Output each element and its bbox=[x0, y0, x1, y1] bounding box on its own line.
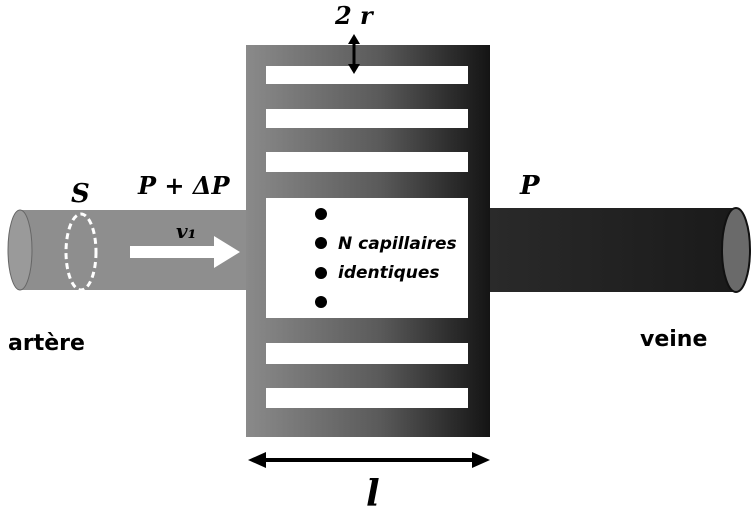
artery-label: artère bbox=[8, 331, 85, 356]
ellipsis-dot bbox=[315, 296, 327, 308]
diameter-arrow bbox=[348, 34, 360, 74]
capillaries-label-line2: identiques bbox=[338, 263, 440, 283]
ellipsis-dot bbox=[315, 208, 327, 220]
length-label: l bbox=[366, 473, 380, 510]
velocity-label: v₁ bbox=[176, 219, 196, 243]
capillaries-label-line1: N capillaires bbox=[338, 234, 457, 254]
diameter-label: 2 r bbox=[334, 1, 375, 30]
capillary-channel bbox=[266, 152, 468, 172]
capillary-channel bbox=[266, 66, 468, 84]
capillary-window bbox=[266, 198, 468, 318]
pressure-in-label: P + ΔP bbox=[137, 171, 230, 200]
vein-label: veine bbox=[640, 327, 707, 352]
pressure-out-label: P bbox=[519, 171, 541, 201]
length-arrow bbox=[248, 452, 490, 468]
vein-tube bbox=[488, 207, 751, 293]
ellipsis-dot bbox=[315, 267, 327, 279]
section-label: S bbox=[71, 179, 90, 209]
capillary-channel bbox=[266, 109, 468, 128]
capillary-channel bbox=[266, 343, 468, 364]
ellipsis-dot bbox=[315, 237, 327, 249]
section-s-ellipse bbox=[64, 212, 98, 292]
capillary-channel bbox=[266, 388, 468, 408]
velocity-arrow bbox=[130, 236, 240, 268]
